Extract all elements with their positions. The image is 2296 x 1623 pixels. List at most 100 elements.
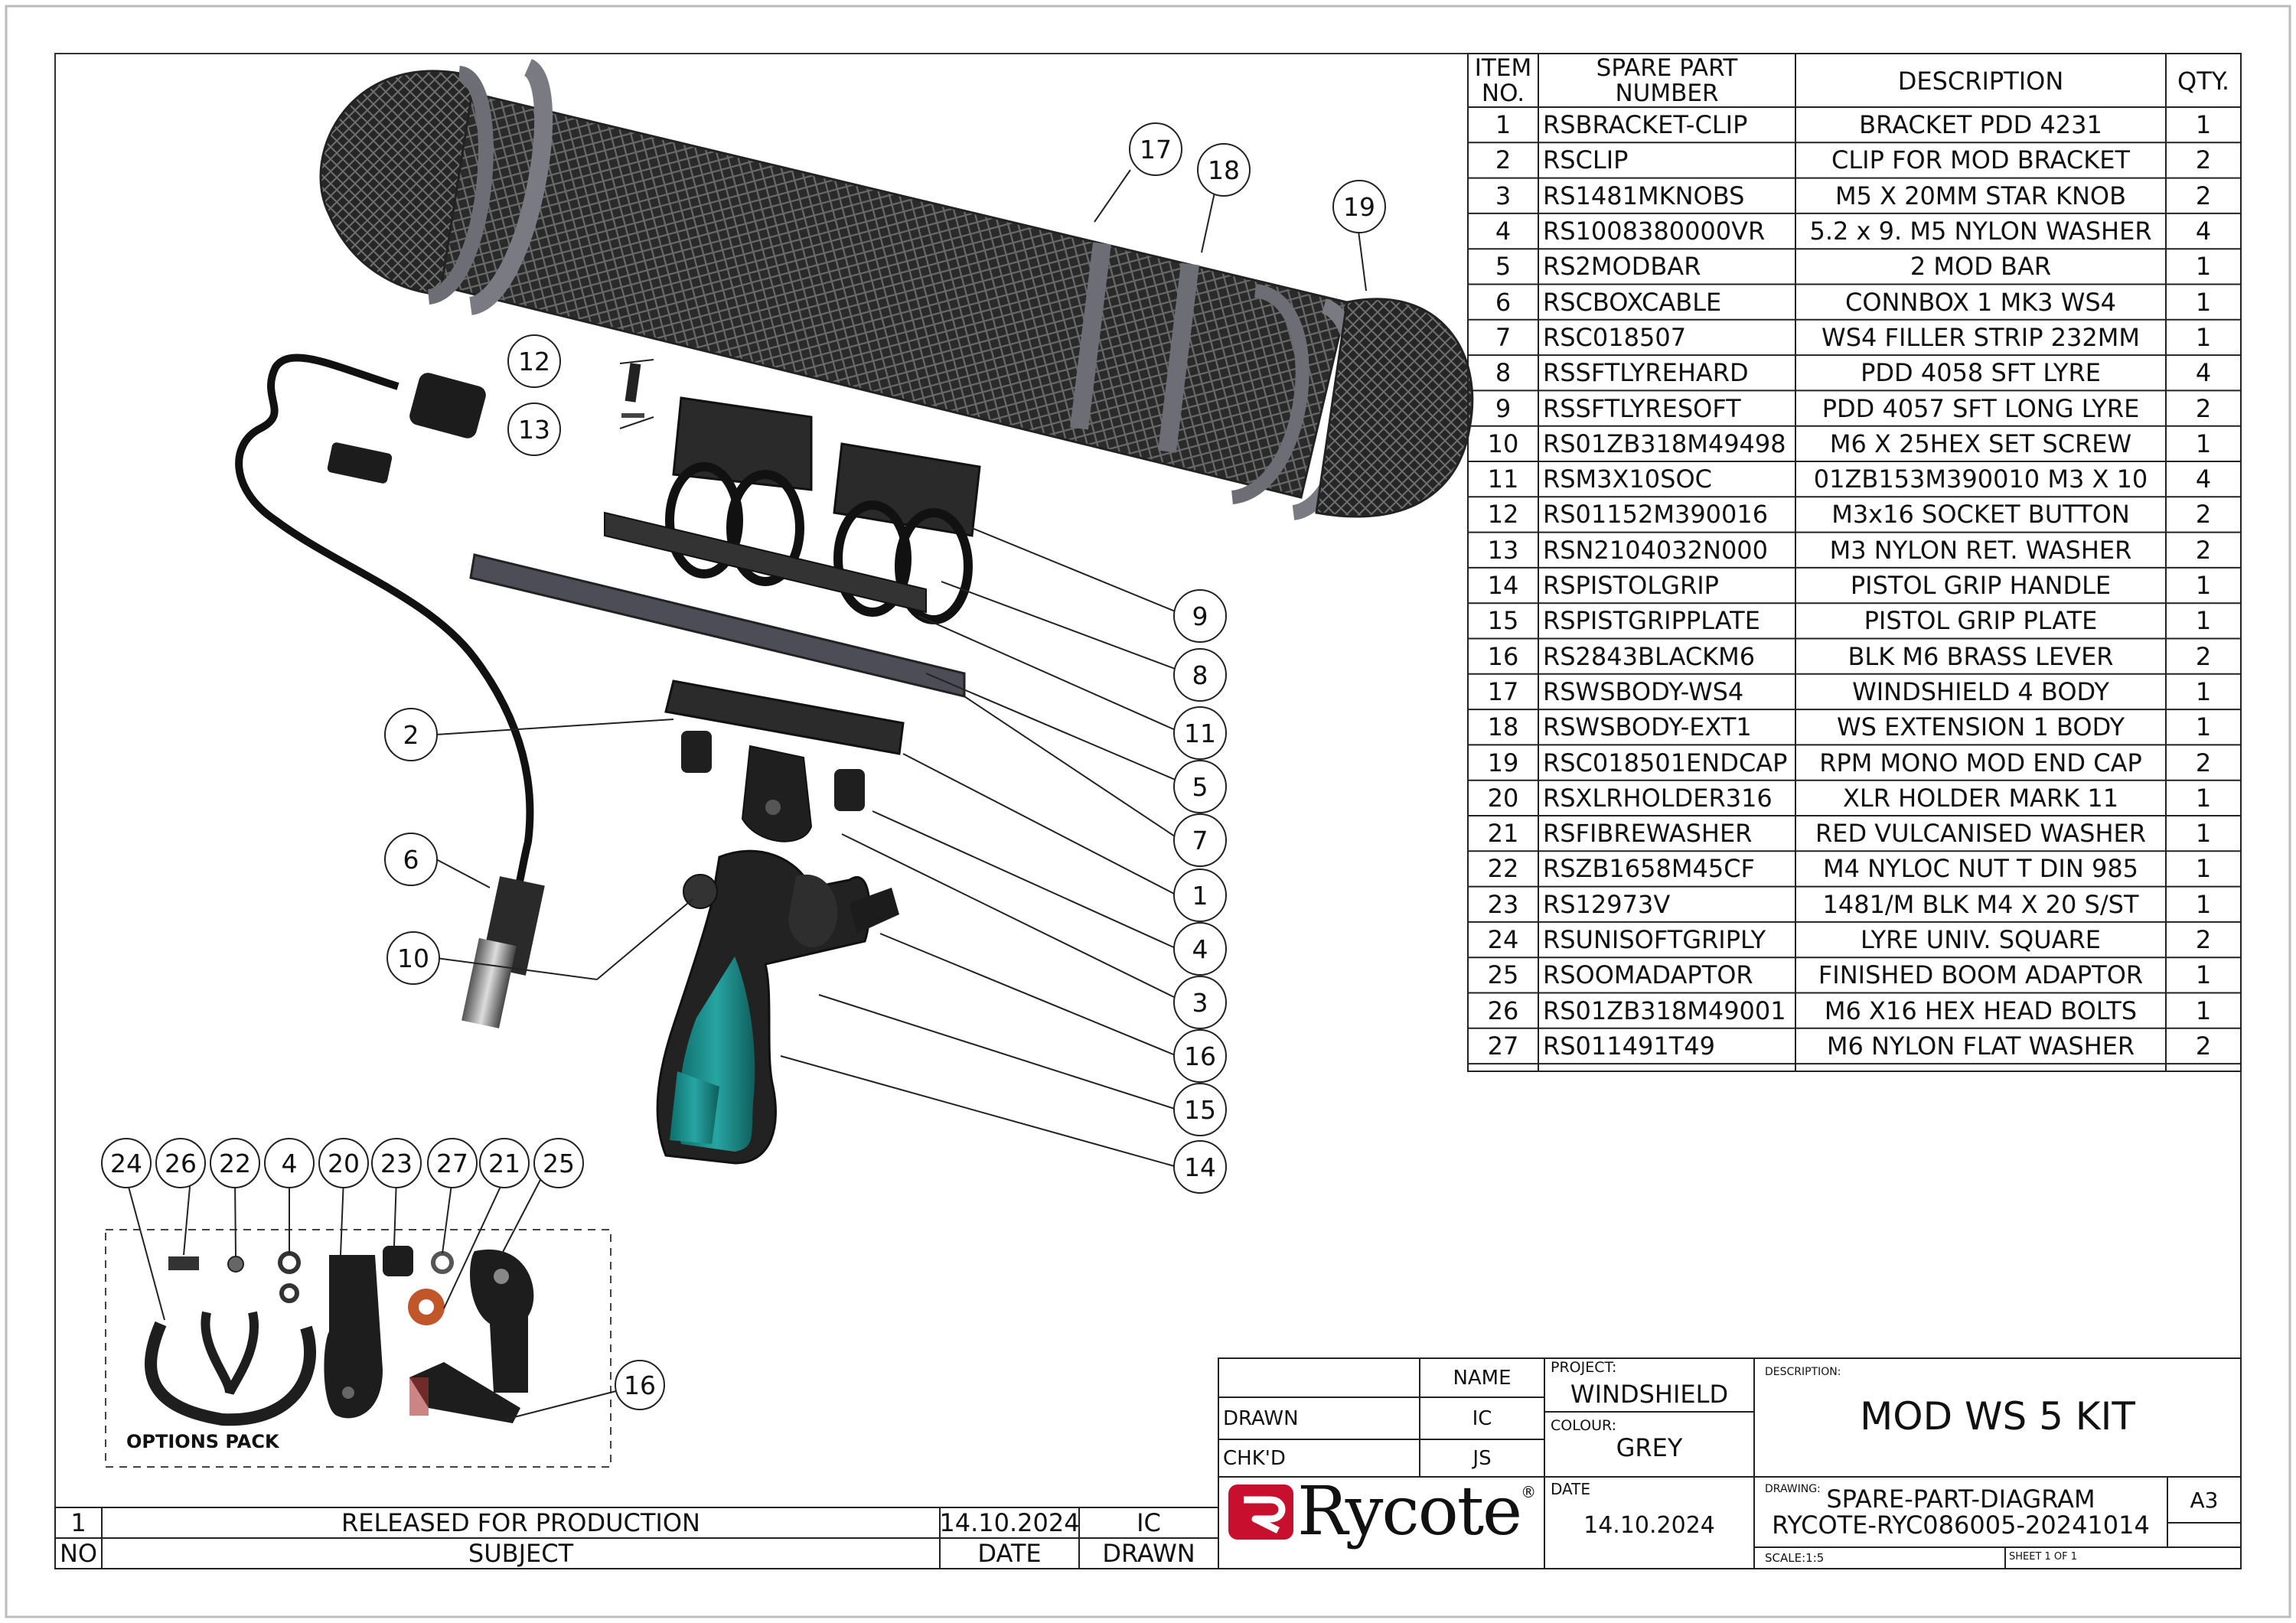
bom-cell-description: 01ZB153M390010 M3 X 10 [1813,464,2148,494]
balloon-10: 10 [397,943,429,973]
bom-cell-description: WS EXTENSION 1 BODY [1837,712,2125,742]
bom-cell-part-number: RSM3X10SOC [1543,464,1712,494]
bom-cell-description: M3 NYLON RET. WASHER [1829,535,2132,565]
bom-cell-part-number: RS01ZB318M49498 [1543,429,1786,458]
tb-size: A3 [2190,1487,2219,1513]
bom-cell-part-number: RSC018507 [1543,322,1687,352]
bom-cell-description: CLIP FOR MOD BRACKET [1831,145,2130,175]
bom-cell-description: WINDSHIELD 4 BODY [1852,676,2109,706]
bom-cell-item-no: 11 [1487,464,1519,494]
bom-cell-item-no: 8 [1495,358,1512,388]
revision-header-subject: SUBJECT [468,1539,574,1568]
revision-header-drawn: DRAWN [1102,1539,1195,1568]
bom-cell-qty: 2 [2195,925,2212,955]
bom-cell-description: BRACKET PDD 4231 [1859,110,2102,140]
balloon-option-22: 22 [219,1149,251,1178]
bom-cell-description: PDD 4057 SFT LONG LYRE [1821,393,2140,423]
bom-cell-description: XLR HOLDER MARK 11 [1842,783,2119,813]
bom-cell-qty: 2 [2195,181,2212,210]
bom-cell-part-number: RS1008380000VR [1543,217,1766,246]
balloon-option-23: 23 [380,1149,413,1178]
tb-scale: SCALE:1:5 [1765,1551,1825,1565]
balloon-option-27: 27 [436,1149,468,1178]
bom-cell-description: 1481/M BLK M4 X 20 S/ST [1822,889,2139,919]
screw-12 [625,363,641,402]
balloon-14: 14 [1184,1152,1216,1182]
bom-header-item-no: ITEM NO. [1468,55,1538,107]
bom-cell-item-no: 25 [1487,960,1519,990]
bom-cell-item-no: 5 [1495,252,1512,282]
balloon-7: 7 [1192,826,1208,855]
bom-cell-description: M3x16 SOCKET BUTTON [1831,500,2130,530]
bracket-assembly [664,680,905,842]
bom-cell-description: FINISHED BOOM ADAPTOR [1818,960,2144,990]
tb-drawing-label: DRAWING: [1765,1483,1821,1495]
connbox-cable [235,354,545,1028]
bom-cell-description: RED VULCANISED WASHER [1815,819,2146,849]
tb-drawn-value: IC [1472,1406,1492,1430]
balloon-15: 15 [1184,1095,1216,1125]
bom-cell-item-no: 10 [1487,429,1519,458]
tb-drawn-label: DRAWN [1223,1406,1299,1430]
balloon-option-24: 24 [110,1149,142,1178]
bom-header-item-line1: ITEM [1474,54,1532,82]
balloon-1: 1 [1192,881,1208,911]
balloon-option-25: 25 [543,1149,575,1178]
bom-cell-part-number: RSN2104032N000 [1543,535,1769,565]
bom-cell-item-no: 24 [1487,925,1519,955]
bom-cell-description: M5 X 20MM STAR KNOB [1835,181,2127,210]
tb-name-header: NAME [1453,1366,1512,1390]
bom-cell-qty: 4 [2195,217,2212,246]
bom-cell-item-no: 16 [1487,641,1519,671]
tb-project-label: PROJECT: [1551,1359,1617,1376]
tb-date-value: 14.10.2024 [1583,1512,1715,1539]
tb-date-label: DATE [1551,1480,1591,1498]
bom-cell-part-number: RS01152M390016 [1543,500,1769,530]
bom-cell-item-no: 2 [1495,145,1512,175]
bom-cell-part-number: RSWSBODY-EXT1 [1543,712,1752,742]
bom-cell-part-number: RS12973V [1543,889,1671,919]
bom-cell-item-no: 3 [1495,181,1512,210]
bom-cell-description: RPM MONO MOD END CAP [1819,748,2142,777]
bom-cell-item-no: 13 [1487,535,1519,565]
balloon-option-20: 20 [328,1149,360,1178]
options-pack-frame [105,1229,612,1468]
bom-cell-part-number: RSSFTLYREHARD [1543,358,1749,388]
rycote-logo-mark [1228,1484,1293,1540]
bom-cell-qty: 2 [2195,145,2212,175]
bom-cell-description: PDD 4058 SFT LYRE [1861,358,2101,388]
filler-strip [469,553,966,698]
bom-cell-part-number: RS2843BLACKM6 [1543,641,1756,671]
bom-cell-item-no: 14 [1487,571,1519,601]
revision-subject: RELEASED FOR PRODUCTION [341,1508,700,1537]
bom-header-part-number: SPARE PART NUMBER [1538,55,1795,107]
bom-cell-description: M4 NYLOC NUT T DIN 985 [1822,854,2139,884]
balloon-3: 3 [1192,988,1208,1018]
bom-cell-part-number: RS01ZB318M49001 [1543,996,1786,1025]
bom-cell-part-number: RSWSBODY-WS4 [1543,676,1744,706]
bom-cell-part-number: RS2MODBAR [1543,252,1701,282]
bom-cell-part-number: RSFIBREWASHER [1543,819,1753,849]
bom-cell-qty: 1 [2195,429,2212,458]
bom-cell-qty: 1 [2195,110,2212,140]
bom-cell-item-no: 6 [1495,287,1512,317]
balloon-16: 16 [1184,1041,1216,1071]
tb-drawing-line1: SPARE-PART-DIAGRAM [1826,1484,2095,1514]
bom-cell-qty: 1 [2195,606,2212,636]
windshield-assembly [319,59,1474,520]
bom-cell-part-number: RSXLRHOLDER316 [1543,783,1773,813]
bom-cell-qty: 2 [2195,641,2212,671]
bom-cell-item-no: 7 [1495,322,1512,352]
bom-cell-part-number: RSC018501ENDCAP [1543,748,1788,777]
balloon-13: 13 [518,415,550,445]
bom-cell-item-no: 15 [1487,606,1519,636]
bom-cell-qty: 4 [2195,464,2212,494]
tb-drawing-line2: RYCOTE-RYC086005-20241014 [1772,1511,2150,1540]
balloon-11: 11 [1184,719,1216,748]
bom-cell-part-number: RSPISTGRIPPLATE [1543,606,1760,636]
bom-cell-qty: 2 [2195,535,2212,565]
bom-cell-qty: 1 [2195,819,2212,849]
balloon-19: 19 [1343,192,1375,222]
bom-cell-description: 2 MOD BAR [1910,252,2052,282]
balloon-17: 17 [1140,135,1172,165]
